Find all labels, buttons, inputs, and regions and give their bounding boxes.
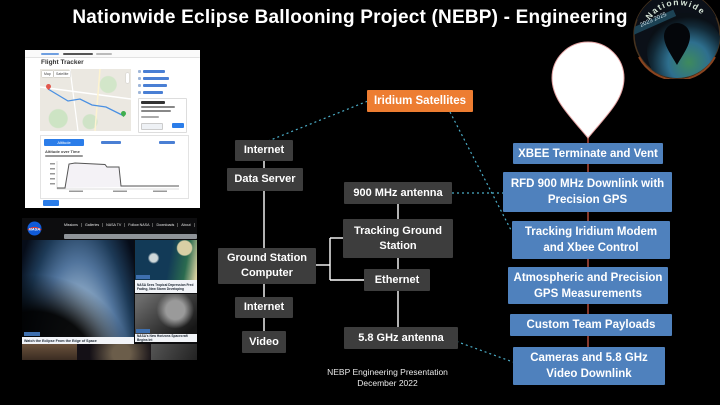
ft-map: Map Satellite	[40, 69, 131, 131]
ft-zoom-control	[126, 73, 129, 83]
nasa-nav-item: About	[181, 223, 195, 227]
nasa-nav-item: Follow NASA	[128, 223, 154, 227]
ft-heading: Flight Tracker	[41, 59, 84, 66]
svg-text:NASA: NASA	[29, 227, 40, 232]
nebp-logo: Nationwide 2023 2025	[633, 0, 720, 81]
ft-map-roads	[40, 69, 131, 131]
nasa-thumb-tag	[136, 275, 150, 279]
ft-sidebar-links	[138, 70, 185, 94]
nasa-story2-caption: NASA's New Horizons Spacecraft Begins In…	[135, 334, 197, 342]
nasa-subnav-bar	[64, 234, 197, 239]
box-video: Video	[242, 331, 286, 353]
box-58ghz-antenna: 5.8 GHz antenna	[344, 327, 458, 349]
ft-tab-link-bar	[159, 141, 175, 144]
ft-altitude-tab-label: Altitude	[57, 140, 71, 145]
box-custom-team-payloads: Custom Team Payloads	[510, 314, 672, 336]
nasa-hero-image: Watch the Eclipse From the Edge of Space	[22, 240, 134, 358]
nasa-thumb-moon	[135, 294, 197, 334]
box-tracking-iridium-modem: Tracking Iridium Modem and Xbee Control	[512, 221, 670, 259]
nasa-nav: Missions Galleries NASA TV Follow NASA D…	[64, 223, 195, 227]
box-xbee-terminate-vent: XBEE Terminate and Vent	[513, 143, 663, 164]
nasa-thumb-tag	[136, 329, 150, 333]
footer-line-1: NEBP Engineering Presentation	[327, 367, 448, 377]
ft-altitude-tab	[44, 139, 84, 146]
box-atmospheric-gps: Atmospheric and Precision GPS Measuremen…	[508, 267, 668, 304]
rf-dashed-links	[267, 100, 514, 363]
nasa-nav-item: Missions	[64, 223, 82, 227]
balloon-icon	[551, 41, 625, 139]
nasa-hero-tag	[24, 332, 40, 336]
nasa-nav-item: NASA TV	[106, 223, 126, 227]
flight-tracker-screenshot: Flight Tracker Map Satellite Altitude Al…	[25, 50, 200, 208]
box-rfd-900mhz-downlink: RFD 900 MHz Downlink with Precision GPS	[503, 172, 672, 212]
ft-altitude-chart	[50, 161, 179, 192]
box-tracking-ground-station: Tracking Ground Station	[343, 219, 453, 258]
box-cameras-video-downlink: Cameras and 5.8 GHz Video Downlink	[513, 347, 665, 385]
ft-chart-panel: Altitude Altitude over Time	[40, 135, 189, 199]
nasa-nav-item: Downloads	[156, 223, 179, 227]
ft-menu-bar	[63, 52, 93, 55]
nasa-thumb-storm	[135, 240, 197, 280]
ft-tab-link-bar	[101, 141, 121, 144]
box-900mhz-antenna: 900 MHz antenna	[344, 182, 452, 204]
slide-title: Nationwide Eclipse Ballooning Project (N…	[72, 7, 628, 28]
box-iridium-satellites: Iridium Satellites	[367, 90, 473, 112]
box-ground-station-computer: Ground Station Computer	[218, 248, 316, 284]
nasa-nav-item: Galleries	[85, 223, 104, 227]
box-data-server: Data Server	[227, 168, 303, 191]
nasa-website-screenshot: NASA Missions Galleries NASA TV Follow N…	[22, 218, 197, 360]
wired-connectors	[263, 161, 399, 331]
nasa-bottom-strip	[22, 344, 197, 360]
ft-menu-bar	[96, 52, 112, 55]
ft-nav-bar	[25, 50, 200, 58]
box-internet-2: Internet	[235, 297, 293, 318]
nasa-logo-icon: NASA	[27, 221, 42, 236]
footer-line-2: December 2022	[357, 378, 418, 388]
box-internet-1: Internet	[235, 140, 293, 161]
ft-chart-title: Altitude over Time	[45, 149, 80, 154]
ft-map-button: Map	[42, 71, 53, 77]
ft-brand-link-bar	[41, 52, 59, 55]
nasa-story1-caption: NASA Sees Tropical Depression Fred Fadin…	[135, 280, 197, 293]
slide-footer: NEBP Engineering Presentation December 2…	[300, 367, 475, 389]
ft-satellite-button: Satellite	[54, 71, 71, 77]
nasa-hero-caption: Watch the Eclipse From the Edge of Space	[22, 337, 134, 345]
ft-flight-info-card	[138, 98, 187, 133]
box-ethernet: Ethernet	[364, 269, 430, 291]
ft-raw-data-button	[43, 200, 59, 206]
